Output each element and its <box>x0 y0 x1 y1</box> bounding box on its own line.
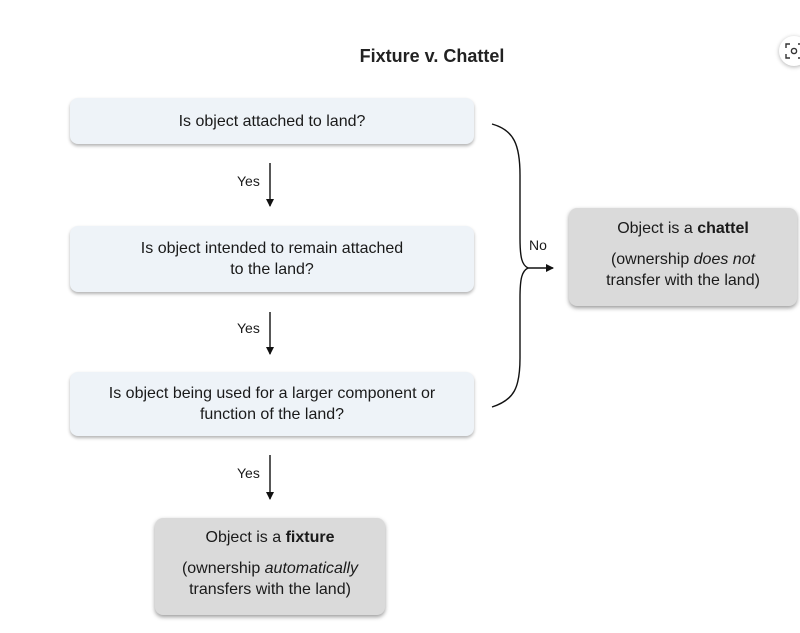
yes-label-3: Yes <box>237 465 260 481</box>
no-label: No <box>529 237 547 253</box>
yes-label-2: Yes <box>237 320 260 336</box>
result-chattel-note-prefix: (ownership <box>610 251 694 268</box>
diagram-title: Fixture v. Chattel <box>359 46 505 66</box>
question-intended-text-line2: to the land? <box>230 261 314 278</box>
no-brace <box>491 123 530 408</box>
result-chattel-prefix: Object is a <box>617 220 698 237</box>
question-attached-box: Is object attached to land? <box>70 98 474 144</box>
question-intended-text-line1: Is object intended to remain attached <box>140 240 404 257</box>
result-fixture-heading: Object is a fixture <box>155 527 385 548</box>
result-fixture-prefix: Object is a <box>205 529 286 546</box>
result-chattel-note-line1: (ownership does not <box>569 249 797 270</box>
result-fixture-note-prefix: (ownership <box>181 560 265 577</box>
result-fixture-box: Object is a fixture (ownership automatic… <box>155 518 385 615</box>
result-chattel-box: Object is a chattel (ownership does not … <box>569 208 797 306</box>
question-larger-use-box: Is object being used for a larger compon… <box>70 372 474 436</box>
result-fixture-note-line1: (ownership automatically <box>155 558 385 579</box>
question-larger-use-text-line1: Is object being used for a larger compon… <box>108 385 436 402</box>
yes-label-1: Yes <box>237 173 260 189</box>
result-chattel-note-line2: transfer with the land) <box>606 272 760 289</box>
question-intended-box: Is object intended to remain attached to… <box>70 226 474 292</box>
question-larger-use-text-line2: function of the land? <box>199 406 345 423</box>
result-fixture-note-line2: transfers with the land) <box>189 581 351 598</box>
result-chattel-term: chattel <box>697 220 749 237</box>
image-search-icon[interactable] <box>779 36 800 66</box>
question-attached-text: Is object attached to land? <box>178 112 366 130</box>
result-chattel-note-emphasis: does not <box>693 251 756 268</box>
result-fixture-note-emphasis: automatically <box>264 560 359 577</box>
result-fixture-term: fixture <box>285 529 335 546</box>
result-chattel-heading: Object is a chattel <box>569 218 797 239</box>
